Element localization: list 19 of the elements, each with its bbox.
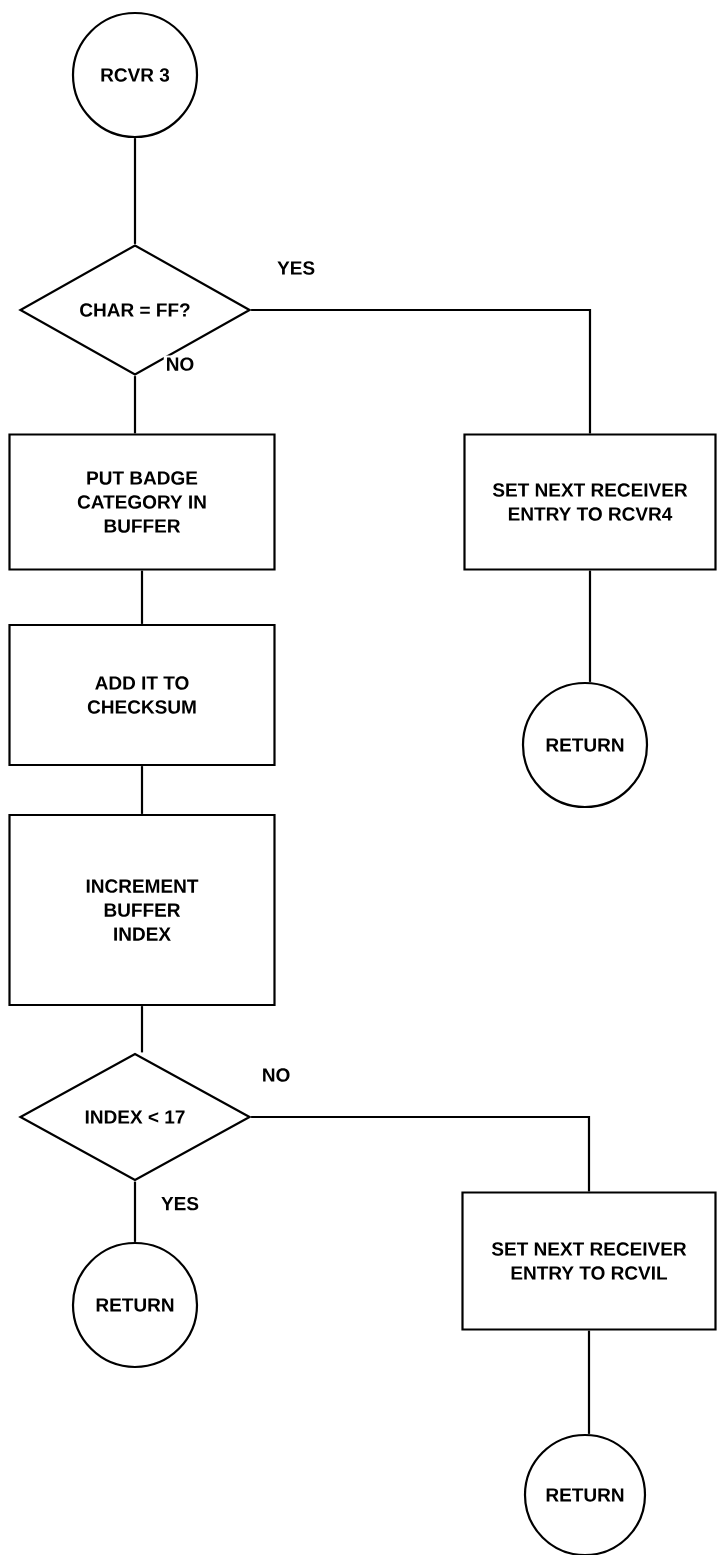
connector-line xyxy=(133,376,137,434)
edge-label: NO xyxy=(259,1066,293,1084)
edge-label: NO xyxy=(163,355,197,373)
process-box: SET NEXT RECEIVER ENTRY TO RCVR4 xyxy=(463,433,717,571)
connector-line xyxy=(140,570,144,624)
connector-line xyxy=(588,570,592,682)
process-box: ADD IT TO CHECKSUM xyxy=(8,623,276,767)
connector-line xyxy=(140,1006,144,1053)
connector-line xyxy=(140,766,144,814)
connector-line xyxy=(133,138,137,244)
connector-line xyxy=(251,1115,591,1192)
process-box: INCREMENT BUFFER INDEX xyxy=(8,813,276,1007)
connector-line xyxy=(587,1330,591,1434)
process-box: SET NEXT RECEIVER ENTRY TO RCVIL xyxy=(461,1191,717,1331)
edge-label: YES xyxy=(275,259,318,277)
connector-line xyxy=(133,1181,137,1242)
process-box: PUT BADGE CATEGORY IN BUFFER xyxy=(8,433,276,571)
edge-label: YES xyxy=(159,1194,201,1213)
connector-line xyxy=(251,308,592,434)
